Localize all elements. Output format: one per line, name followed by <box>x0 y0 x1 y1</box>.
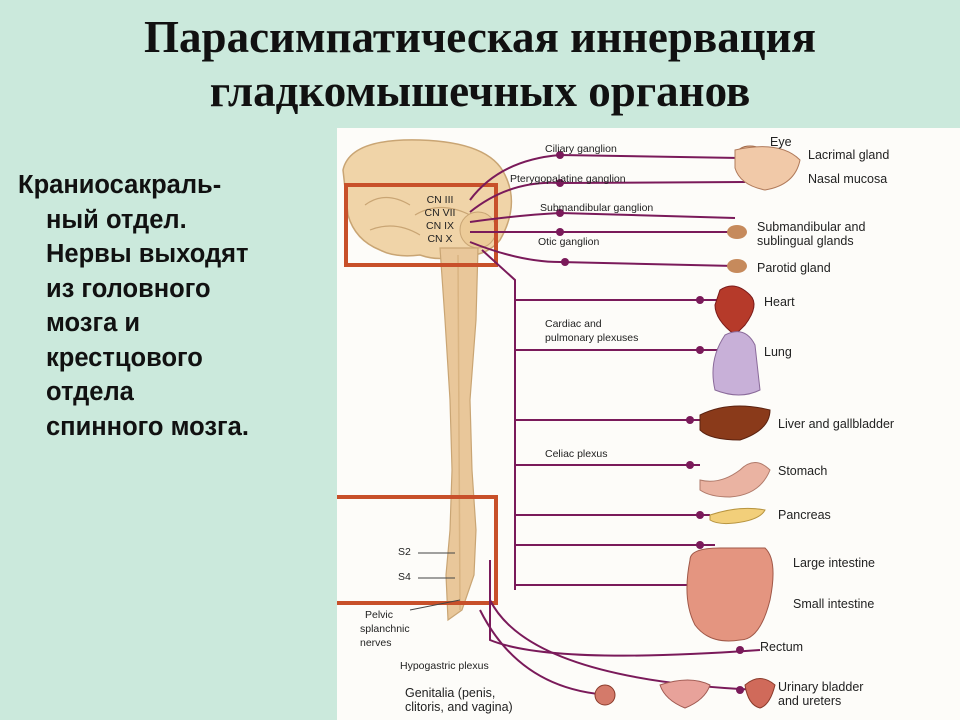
genitalia-label-2: clitoris, and vagina) <box>405 700 513 714</box>
uterus-shape <box>659 679 711 709</box>
ciliary-ganglion-label: Ciliary ganglion <box>545 143 617 155</box>
spinal-center-line <box>457 254 461 611</box>
sacral-pointers <box>418 552 455 579</box>
submandibular-glands-label-1: Submandibular and <box>757 220 865 234</box>
cn3-label: CN III <box>427 194 454 206</box>
eye-label: Eye <box>770 135 792 149</box>
parotid-gland-shape <box>727 259 747 273</box>
description-line: спинного мозга. <box>46 412 249 441</box>
description-line: мозга и <box>46 309 141 337</box>
description-line: отдела <box>46 378 134 406</box>
title-line-1: Парасимпатическая иннервация <box>144 12 816 62</box>
nerve-pathways <box>469 153 761 696</box>
stomach-label: Stomach <box>778 464 827 478</box>
submandibular-ganglion-label: Submandibular ganglion <box>540 202 653 214</box>
slide-title: Парасимпатическая иннервация гладкомышеч… <box>0 10 960 118</box>
cn7-label: CN VII <box>425 207 456 219</box>
cranial-highlight-box <box>344 183 498 267</box>
lacrimal-gland-label: Lacrimal gland <box>808 148 889 162</box>
sacral-highlight-box <box>337 495 498 605</box>
submandibular-glands-label-2: sublingual glands <box>757 234 854 248</box>
pancreas-shape <box>709 507 766 525</box>
pulmonary-plexus-label: pulmonary plexuses <box>545 332 638 344</box>
head-profile <box>734 146 801 191</box>
description-text: Краниосакраль- ный отдел. Нервы выходят … <box>18 168 318 444</box>
hypogastric-plexus-label: Hypogastric plexus <box>400 660 489 672</box>
celiac-plexus-label: Celiac plexus <box>545 448 607 460</box>
anatomy-diagram: CN III CN VII CN IX CN X Ciliary ganglio… <box>337 128 960 720</box>
cn10-label: CN X <box>427 233 452 245</box>
lung-label: Lung <box>764 345 792 359</box>
genitalia-shape <box>594 684 616 706</box>
title-line-2: гладкомышечных органов <box>209 66 751 116</box>
stomach-shape <box>699 462 771 498</box>
s4-label: S4 <box>398 571 411 583</box>
bladder-shape <box>744 678 776 709</box>
ganglion-dots <box>556 151 744 694</box>
lung-shape <box>712 331 761 396</box>
brain-shape <box>342 139 513 260</box>
small-intestine-label: Small intestine <box>793 597 874 611</box>
genitalia-label-1: Genitalia (penis, <box>405 686 495 700</box>
cn9-label: CN IX <box>426 220 454 232</box>
intestine-shape <box>686 547 774 642</box>
cardiac-plexus-label: Cardiac and <box>545 318 602 330</box>
submandibular-gland-shape <box>727 225 747 239</box>
pelvic-label-2: splanchnic <box>360 623 410 635</box>
pelvic-pointer <box>409 599 461 611</box>
description-line: Нервы выходят <box>46 240 249 268</box>
description-line: ный отдел. <box>46 205 187 234</box>
heart-shape <box>714 285 755 336</box>
pelvic-label-1: Pelvic <box>365 609 393 621</box>
description-line: Краниосакраль- <box>18 171 222 199</box>
pterygopalatine-ganglion-label: Pterygopalatine ganglion <box>510 173 626 185</box>
large-intestine-label: Large intestine <box>793 556 875 570</box>
parotid-gland-label: Parotid gland <box>757 261 831 275</box>
description-line: крестцового <box>46 343 203 372</box>
liver-label: Liver and gallbladder <box>778 417 894 431</box>
otic-ganglion-label: Otic ganglion <box>538 236 599 248</box>
nasal-mucosa-label: Nasal mucosa <box>808 172 887 186</box>
bladder-label-2: and ureters <box>778 694 841 708</box>
liver-shape <box>699 405 771 441</box>
bladder-label-1: Urinary bladder <box>778 680 863 694</box>
pancreas-label: Pancreas <box>778 508 831 522</box>
rectum-label: Rectum <box>760 640 803 654</box>
description-line: из головного <box>46 274 211 303</box>
diagram-canvas: CN III CN VII CN IX CN X Ciliary ganglio… <box>337 135 894 714</box>
pelvic-label-3: nerves <box>360 637 392 649</box>
heart-label: Heart <box>764 295 795 309</box>
s2-label: S2 <box>398 546 411 558</box>
